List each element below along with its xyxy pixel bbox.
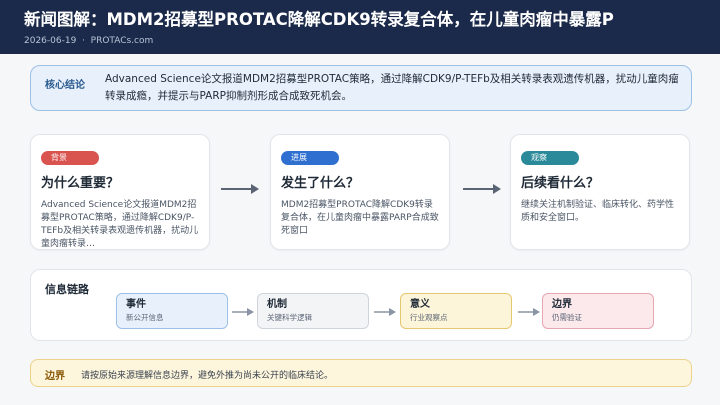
chain-node-title: 边界 bbox=[552, 299, 572, 310]
card-text: Advanced Science论文报道MDM2招募型PROTAC策略，通过降解… bbox=[41, 200, 199, 249]
chain-node-title: 意义 bbox=[410, 299, 430, 310]
card-heading: 发生了什么？ bbox=[281, 176, 360, 191]
card-progress: 进展 发生了什么？ MDM2招募型PROTAC降解CDK9转录复合体，在儿童肉瘤… bbox=[270, 134, 450, 250]
boundary-note: 边界 请按原始来源理解信息边界，避免外推为尚未公开的临床结论。 bbox=[30, 359, 692, 387]
chain-node-sub: 行业观察点 bbox=[410, 313, 448, 322]
boundary-tag: 边界 bbox=[45, 371, 65, 382]
chain-node-title: 事件 bbox=[126, 299, 146, 310]
chain-node-boundary: 边界 仍需验证 bbox=[542, 293, 654, 329]
chain-node-sub: 仍需验证 bbox=[552, 313, 582, 322]
conclusion-tag: 核心结论 bbox=[45, 80, 85, 91]
badge-progress: 进展 bbox=[281, 151, 339, 165]
card-heading: 后续看什么？ bbox=[521, 176, 600, 191]
source-link[interactable]: PROTACs.com bbox=[90, 36, 154, 46]
arrow-right-icon bbox=[463, 184, 501, 194]
card-heading: 为什么重要？ bbox=[41, 176, 120, 191]
arrow-right-icon bbox=[374, 308, 396, 316]
arrow-right-icon bbox=[518, 308, 540, 316]
meta-separator: · bbox=[82, 36, 85, 46]
chain-node-event: 事件 新公开信息 bbox=[116, 293, 228, 329]
chain-node-sub: 新公开信息 bbox=[126, 313, 164, 322]
arrow-right-icon bbox=[232, 308, 254, 316]
badge-observe: 观察 bbox=[521, 151, 579, 165]
page-title: 新闻图解：MDM2招募型PROTAC降解CDK9转录复合体，在儿童肉瘤中暴露P bbox=[24, 10, 614, 29]
card-observe: 观察 后续看什么？ 继续关注机制验证、临床转化、药学性质和安全窗口。 bbox=[510, 134, 690, 250]
boundary-text: 请按原始来源理解信息边界，避免外推为尚未公开的临床结论。 bbox=[81, 371, 334, 381]
card-background: 背景 为什么重要？ Advanced Science论文报道MDM2招募型PRO… bbox=[30, 134, 210, 250]
page-meta: 2026-06-19 · PROTACs.com bbox=[24, 36, 696, 46]
conclusion-text: Advanced Science论文报道MDM2招募型PROTAC策略，通过降解… bbox=[105, 73, 679, 102]
page-header: 新闻图解：MDM2招募型PROTAC降解CDK9转录复合体，在儿童肉瘤中暴露P … bbox=[0, 0, 720, 54]
publish-date: 2026-06-19 bbox=[24, 36, 77, 46]
card-text: 继续关注机制验证、临床转化、药学性质和安全窗口。 bbox=[521, 200, 675, 223]
info-chain-label: 信息链路 bbox=[45, 283, 89, 296]
chain-node-mechanism: 机制 关键科学逻辑 bbox=[257, 293, 369, 329]
card-text: MDM2招募型PROTAC降解CDK9转录复合体，在儿童肉瘤中暴露PARP合成致… bbox=[281, 200, 439, 236]
info-chain-panel: 信息链路 事件 新公开信息 机制 关键科学逻辑 意义 行业观察点 边界 仍需验证 bbox=[30, 269, 692, 341]
chain-node-sub: 关键科学逻辑 bbox=[267, 313, 312, 322]
chain-node-significance: 意义 行业观察点 bbox=[400, 293, 512, 329]
badge-background: 背景 bbox=[41, 151, 99, 165]
chain-node-title: 机制 bbox=[267, 299, 287, 310]
core-conclusion-box: 核心结论 Advanced Science论文报道MDM2招募型PROTAC策略… bbox=[30, 65, 692, 111]
arrow-right-icon bbox=[221, 184, 259, 194]
